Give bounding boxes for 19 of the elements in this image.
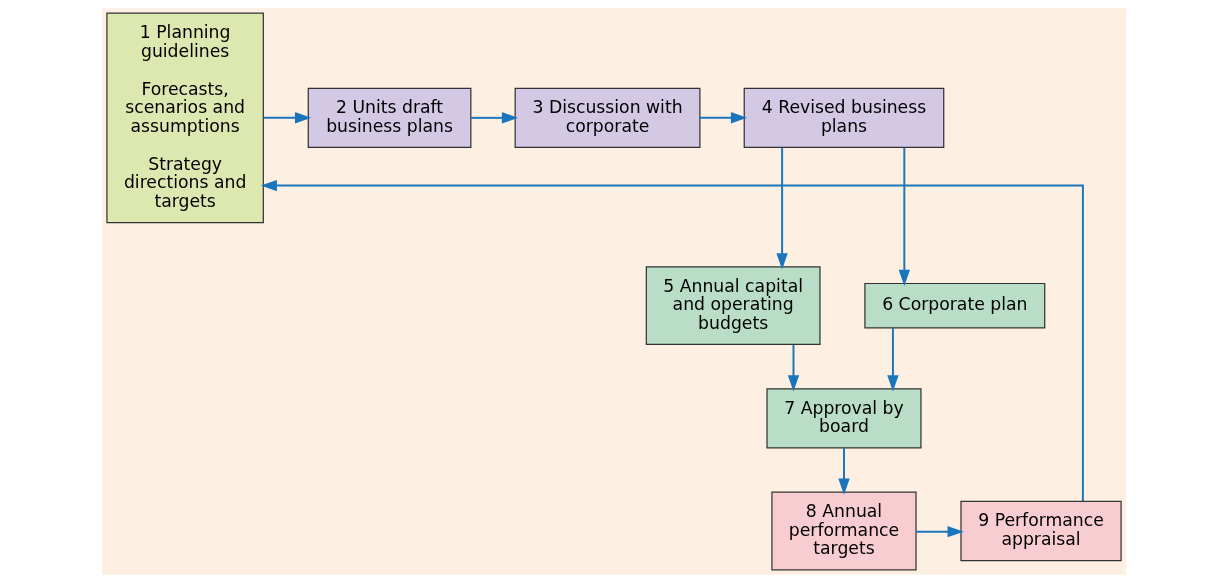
arrow <box>838 446 850 495</box>
node-box: 2 Units draft business plans <box>307 87 472 149</box>
node-box: 1 Planning guidelines Forecasts, scenarios and assumptions Strategy directions and targets <box>106 12 264 224</box>
node-box: 4 Revised business plans <box>743 87 945 149</box>
node-box: 6 Corporate plan <box>864 282 1046 329</box>
node-box: 9 Performance appraisal <box>960 500 1122 562</box>
arrow <box>262 112 312 124</box>
node-box: 7 Approval by board <box>766 388 922 449</box>
arrow <box>915 525 964 538</box>
arrow <box>260 179 1084 502</box>
arrow <box>776 146 788 270</box>
node-box: 8 Annual performance targets <box>771 491 917 571</box>
arrow <box>787 343 800 392</box>
node-box: 5 Annual capital and operating budgets <box>645 266 821 346</box>
arrow <box>699 112 748 124</box>
arrow <box>470 112 519 124</box>
node-box: 3 Discussion with corporate <box>514 87 701 149</box>
arrow <box>887 326 899 392</box>
arrow <box>898 146 911 287</box>
